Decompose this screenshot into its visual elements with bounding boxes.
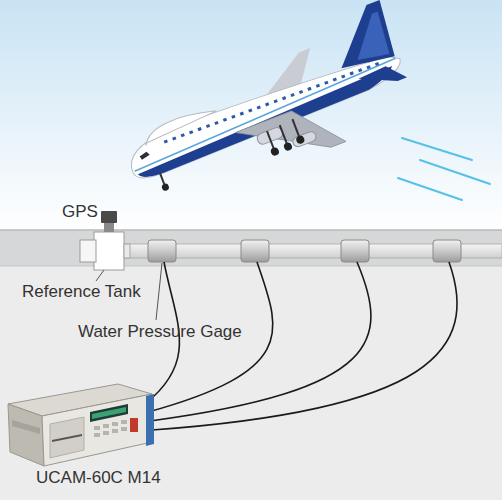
cabin-window xyxy=(333,78,337,82)
gps-antenna xyxy=(101,211,117,232)
signal-cables xyxy=(146,262,457,430)
cabin-window xyxy=(299,90,303,94)
part-label: Water Pressure Gage xyxy=(78,322,242,342)
water-pressure-gages xyxy=(148,240,461,262)
cabin-window xyxy=(257,105,261,109)
device-label: UCAM-60C M14 xyxy=(36,468,161,488)
leader-line xyxy=(96,270,104,281)
runway xyxy=(0,230,502,266)
gps-label: GPS xyxy=(62,202,98,222)
cabin-window xyxy=(282,96,286,100)
runway-edge xyxy=(0,229,502,231)
cabin-window xyxy=(375,62,379,66)
cabin-window xyxy=(265,102,269,106)
cabin-window xyxy=(350,71,354,75)
airplane xyxy=(107,0,423,217)
cabin-window xyxy=(223,118,227,122)
cabin-window xyxy=(164,140,168,144)
cabin-window xyxy=(316,84,320,88)
cabin-windows xyxy=(164,59,380,147)
cabin-window xyxy=(189,130,193,134)
cabin-window xyxy=(172,136,176,140)
runway-edge xyxy=(0,266,502,267)
cabin-window xyxy=(290,93,294,97)
cabin-window xyxy=(240,112,244,116)
cabin-window xyxy=(324,81,328,85)
ground xyxy=(0,232,502,500)
speed-lines xyxy=(398,138,490,200)
cabin-window xyxy=(231,115,235,119)
cabin-window xyxy=(214,121,218,125)
cabin-window xyxy=(358,68,362,72)
reference-tank xyxy=(80,232,130,270)
cabin-window xyxy=(206,124,210,128)
cabin-window xyxy=(181,133,185,137)
part-label: Reference Tank xyxy=(22,282,141,302)
cabin-window xyxy=(248,109,252,113)
cabin-window xyxy=(341,74,345,78)
cabin-window xyxy=(197,127,201,131)
sky xyxy=(0,0,502,232)
cabin-window xyxy=(366,65,370,69)
cabin-window xyxy=(273,99,277,103)
data-logger-device xyxy=(8,384,154,466)
cabin-window xyxy=(307,87,311,91)
leader-line xyxy=(156,263,162,320)
